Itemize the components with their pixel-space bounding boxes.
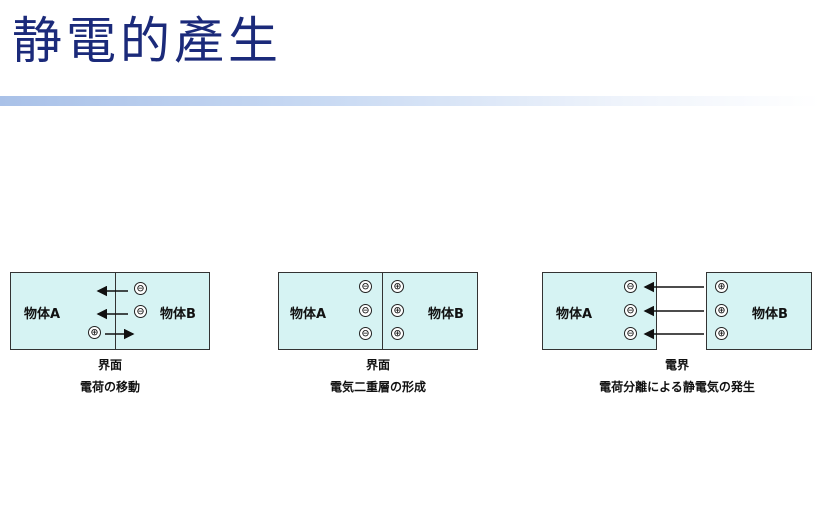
interface-label: 界面 (97, 358, 122, 372)
negative-charge-icon: ⊖ (359, 327, 372, 340)
positive-charge-icon: ⊕ (391, 304, 404, 317)
negative-charge-icon: ⊖ (359, 304, 372, 317)
diagram-caption: 電荷分離による静電気の発生 (599, 380, 755, 394)
positive-charge-icon: ⊕ (715, 280, 728, 293)
negative-charge-icon: ⊖ (624, 304, 637, 317)
negative-charge-icon: ⊖ (624, 280, 637, 293)
object-a-label: 物体A (556, 307, 593, 322)
positive-charge-icon: ⊕ (391, 280, 404, 293)
page-title: 静電的產生 (12, 12, 282, 70)
positive-charge-icon: ⊕ (391, 327, 404, 340)
diagram-charge-movement: 物体A 物体B ⊖ ⊖ ⊕ 界面 電荷の移動 (10, 272, 210, 407)
field-label: 電界 (664, 358, 689, 372)
field-arrows (643, 281, 704, 340)
positive-charge-icon: ⊕ (715, 304, 728, 317)
diagram-caption: 電荷の移動 (79, 380, 140, 394)
object-a-label: 物体A (24, 307, 61, 322)
positive-charge-icon: ⊕ (88, 326, 101, 339)
negative-charge-icon: ⊖ (134, 282, 147, 295)
object-a-label: 物体A (290, 307, 327, 322)
object-b-label: 物体B (752, 307, 788, 322)
diagram-caption: 電気二重層の形成 (329, 380, 426, 394)
negative-charge-icon: ⊖ (359, 280, 372, 293)
positive-charge-icon: ⊕ (715, 327, 728, 340)
object-b-label: 物体B (428, 307, 464, 322)
interface-label: 界面 (365, 358, 390, 372)
negative-charge-icon: ⊖ (624, 327, 637, 340)
object-box (10, 272, 210, 350)
charge-arrows (96, 285, 135, 340)
object-box (278, 272, 478, 350)
interface-line (115, 272, 116, 350)
diagram-charge-separation: 物体A 物体B ⊖ ⊖ ⊖ ⊕ ⊕ ⊕ 電界 電荷分離による静電気の発生 (542, 272, 812, 407)
diagram-double-layer: 物体A 物体B ⊖ ⊖ ⊖ ⊕ ⊕ ⊕ 界面 電気二重層の形成 (278, 272, 478, 407)
title-divider (0, 96, 821, 106)
negative-charge-icon: ⊖ (134, 305, 147, 318)
interface-line (382, 272, 383, 350)
object-b-label: 物体B (160, 307, 196, 322)
